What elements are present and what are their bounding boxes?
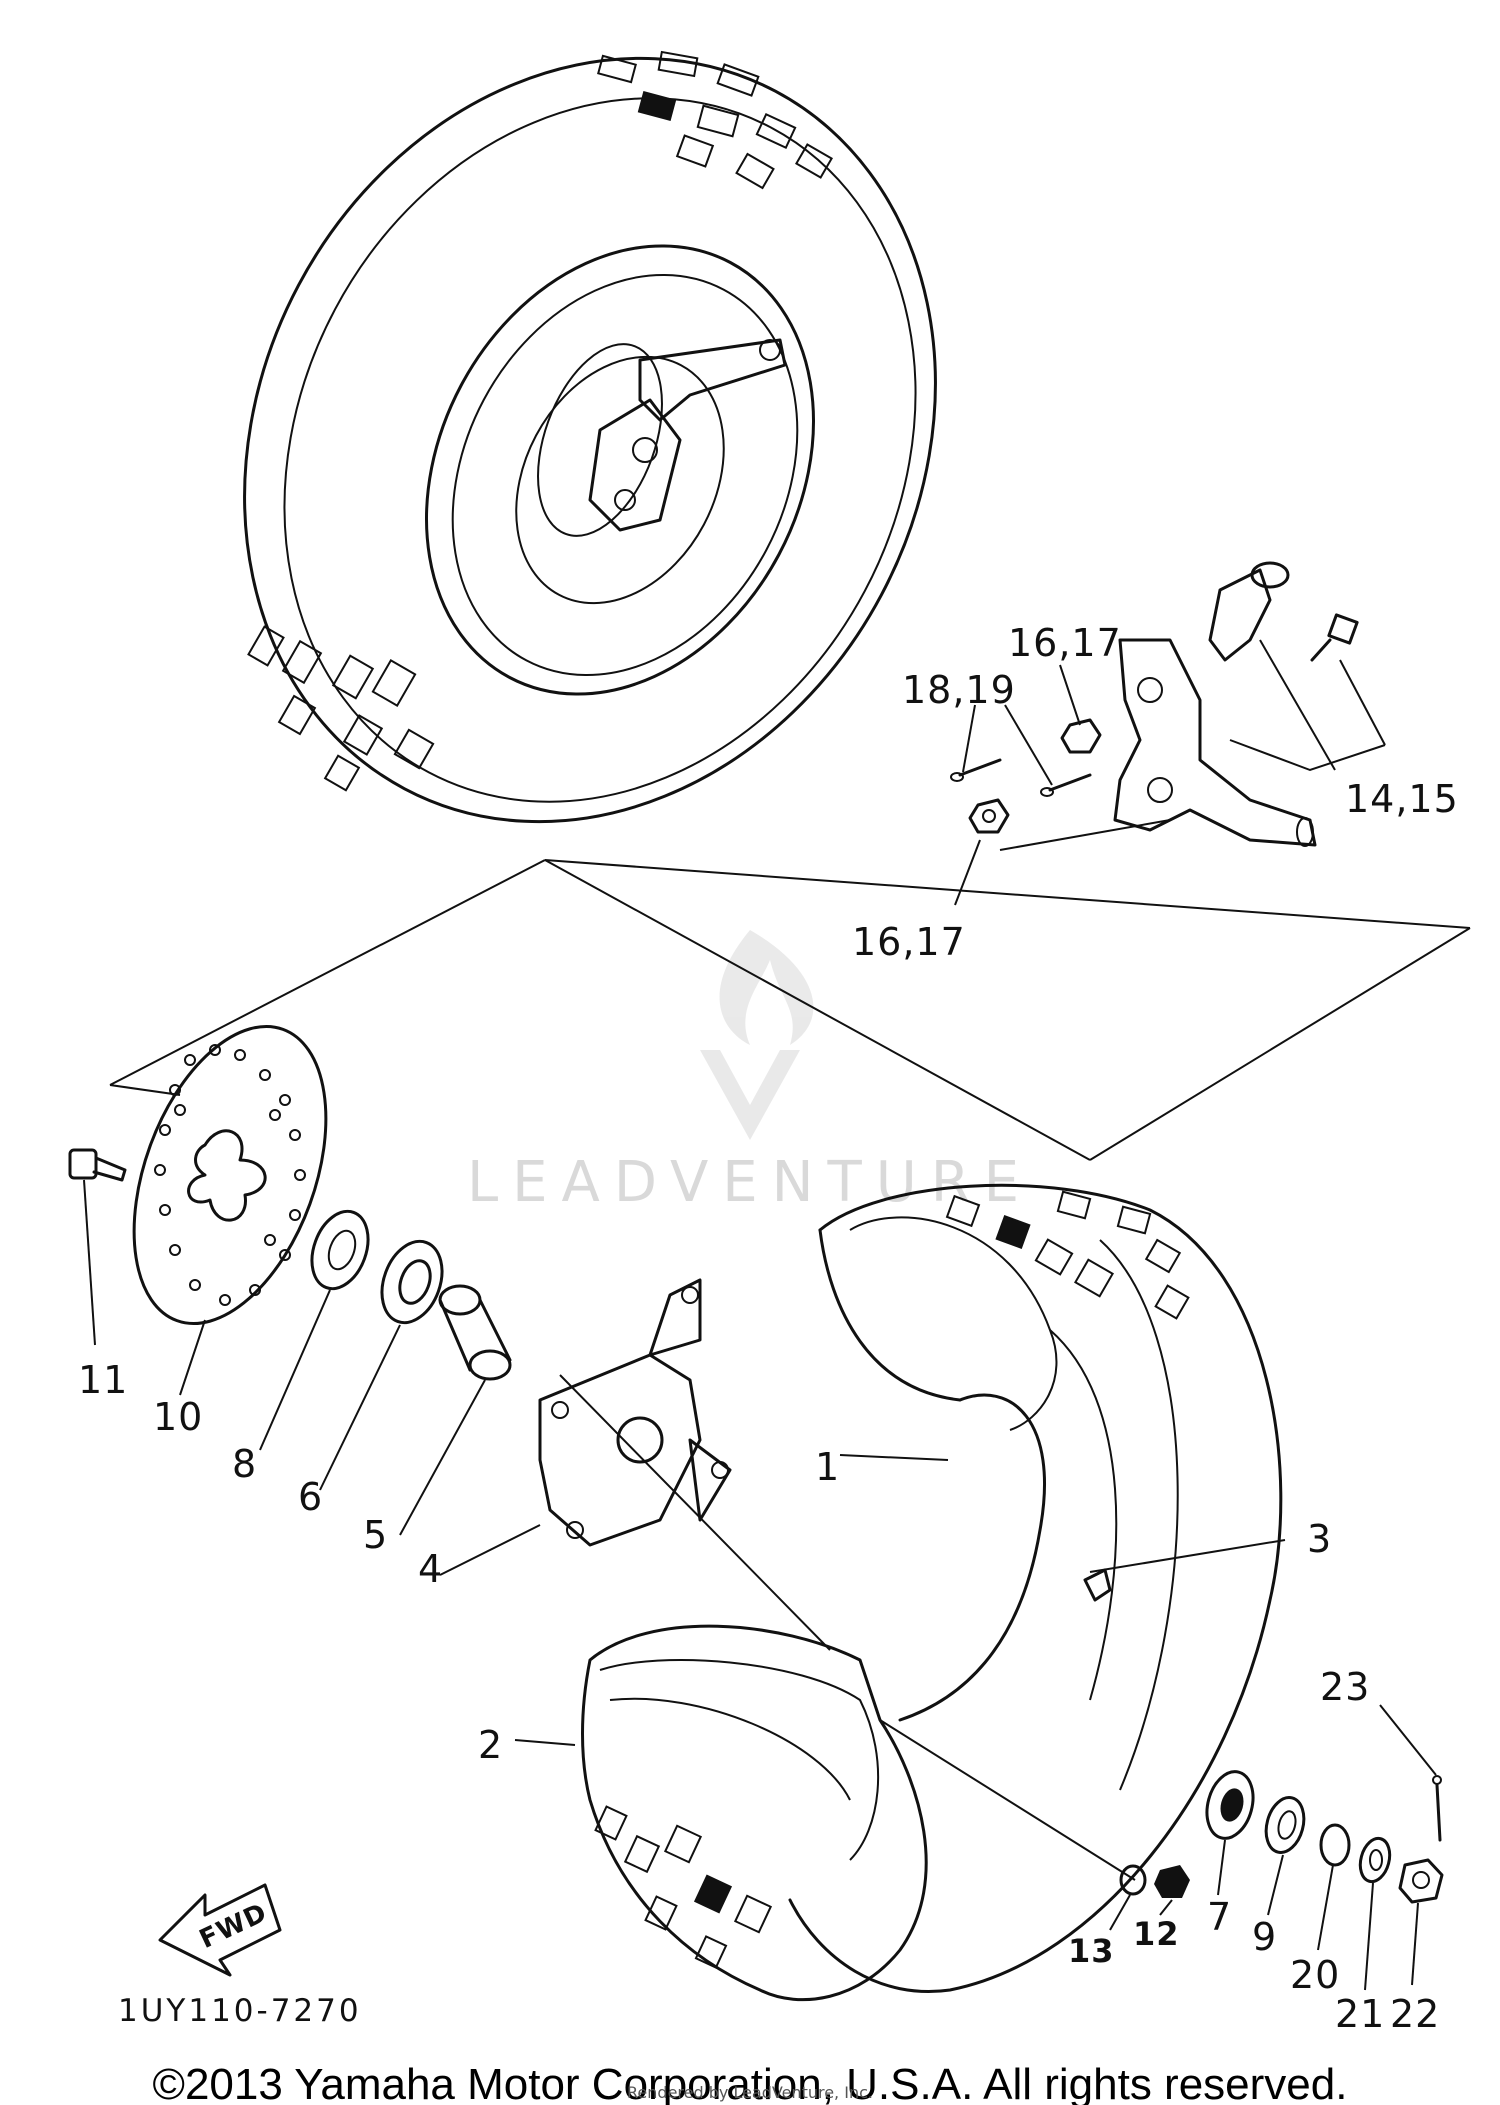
callout-22: 22	[1390, 1992, 1440, 2036]
cotter-pin-right	[1432, 1775, 1442, 1842]
tread-blocks-bottom	[247, 625, 435, 792]
callout-6: 6	[298, 1475, 323, 1519]
callout-leaders	[179, 1319, 1437, 1991]
wheel-nut-13	[1119, 1864, 1147, 1896]
collar	[1319, 1823, 1351, 1867]
wheel-hub	[439, 1278, 732, 1576]
valve	[1083, 1568, 1112, 1602]
spacer	[399, 1284, 512, 1536]
watermark-text: LEADVENTURE	[466, 1150, 1034, 1215]
callout-18-19: 18,19	[902, 668, 1016, 712]
tread-blocks-top	[597, 50, 833, 190]
cotter-pins	[950, 758, 1092, 797]
callout-5: 5	[363, 1513, 388, 1557]
callout-20: 20	[1290, 1953, 1340, 1997]
outer-rim-half	[788, 1183, 1283, 1993]
callout-16-17-lower: 16,17	[852, 920, 966, 964]
oil-seal	[259, 1209, 370, 1451]
knuckle-arm	[638, 338, 787, 422]
steering-knuckle	[1113, 638, 1317, 847]
rendered-by-notice: Rendered by LeadVenture, Inc.	[627, 2083, 873, 2102]
washer	[1358, 1836, 1392, 1884]
diagram-code: 1UY110-7270	[118, 1993, 362, 2029]
callout-2: 2	[478, 1723, 503, 1767]
callout-14-15: 14,15	[1345, 777, 1459, 821]
nut-lower	[968, 798, 1010, 834]
nut-upper	[1060, 718, 1102, 754]
bolt-top-right	[1310, 613, 1359, 662]
callout-9: 9	[1252, 1915, 1277, 1959]
callout-16-17-upper: 16,17	[1008, 621, 1122, 665]
axle-nut	[1398, 1858, 1444, 1904]
caliper	[588, 398, 682, 532]
callout-7: 7	[1207, 1895, 1232, 1939]
callout-4: 4	[418, 1547, 443, 1591]
callout-13: 13	[1068, 1932, 1115, 1970]
bearing-left	[319, 1239, 444, 1491]
bearing-right	[1205, 1770, 1255, 1840]
fwd-arrow-icon: FWD	[158, 1883, 282, 1977]
inner-rim-half	[581, 1624, 928, 2002]
assembled-wheel	[243, 50, 937, 824]
callout-21: 21	[1335, 1992, 1385, 2036]
knuckle-parts	[950, 561, 1386, 906]
oil-seal-right	[1264, 1796, 1306, 1854]
callout-23: 23	[1320, 1665, 1370, 1709]
callout-8: 8	[232, 1442, 257, 1486]
fwd-label: FWD	[195, 1898, 272, 1955]
callout-1: 1	[815, 1445, 840, 1489]
watermark-logo	[700, 930, 814, 1140]
callout-3: 3	[1307, 1517, 1332, 1561]
brake-disc	[132, 1024, 328, 1326]
tie-rod-end	[1208, 568, 1272, 662]
wheel-nut-12	[1154, 1865, 1190, 1898]
disc-bolt	[68, 1148, 127, 1346]
callout-12: 12	[1133, 1915, 1180, 1953]
callout-10: 10	[153, 1395, 203, 1439]
assembly-guide-lines	[109, 859, 1471, 1881]
copyright-notice: ©2013 Yamaha Motor Corporation, U.S.A. A…	[152, 2060, 1348, 2105]
callout-11: 11	[78, 1358, 128, 1402]
